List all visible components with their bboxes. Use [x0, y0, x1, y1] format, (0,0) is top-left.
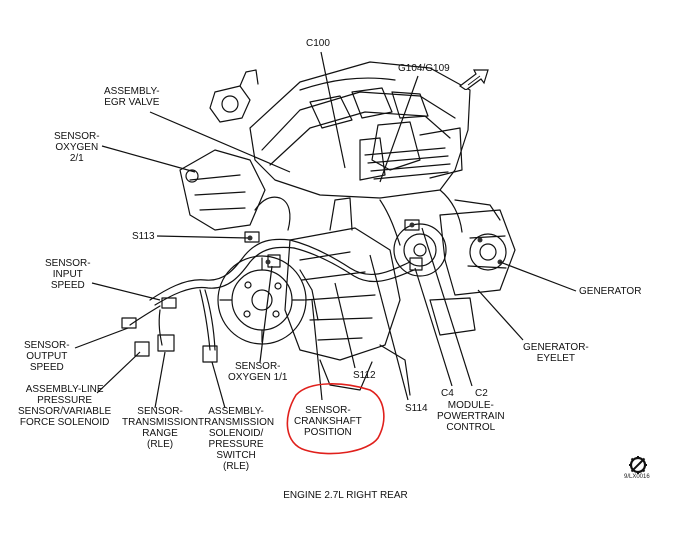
label-s112: S112	[353, 370, 376, 381]
label-s113: S113	[132, 231, 155, 242]
label-c2: C2	[475, 388, 488, 399]
label-generator-eyelet: GENERATOR-EYELET	[523, 342, 589, 364]
label-oxygen-sensor-1-1: SENSOR-OXYGEN 1/1	[228, 361, 288, 383]
label-egr-valve: ASSEMBLY-EGR VALVE	[104, 86, 160, 108]
forward-direction-icon	[458, 69, 489, 90]
label-c100: C100	[306, 38, 330, 49]
label-c4: C4	[441, 388, 454, 399]
diagram-caption: ENGINE 2.7L RIGHT REAR	[283, 490, 408, 501]
brand-logo-icon	[629, 456, 647, 474]
reference-code: 9/LX0016	[624, 474, 650, 480]
label-g104-g109: G104/G109	[398, 63, 450, 74]
label-s114: S114	[405, 403, 428, 414]
label-generator: GENERATOR	[579, 286, 642, 297]
crankshaft-highlight-circle	[286, 383, 385, 455]
